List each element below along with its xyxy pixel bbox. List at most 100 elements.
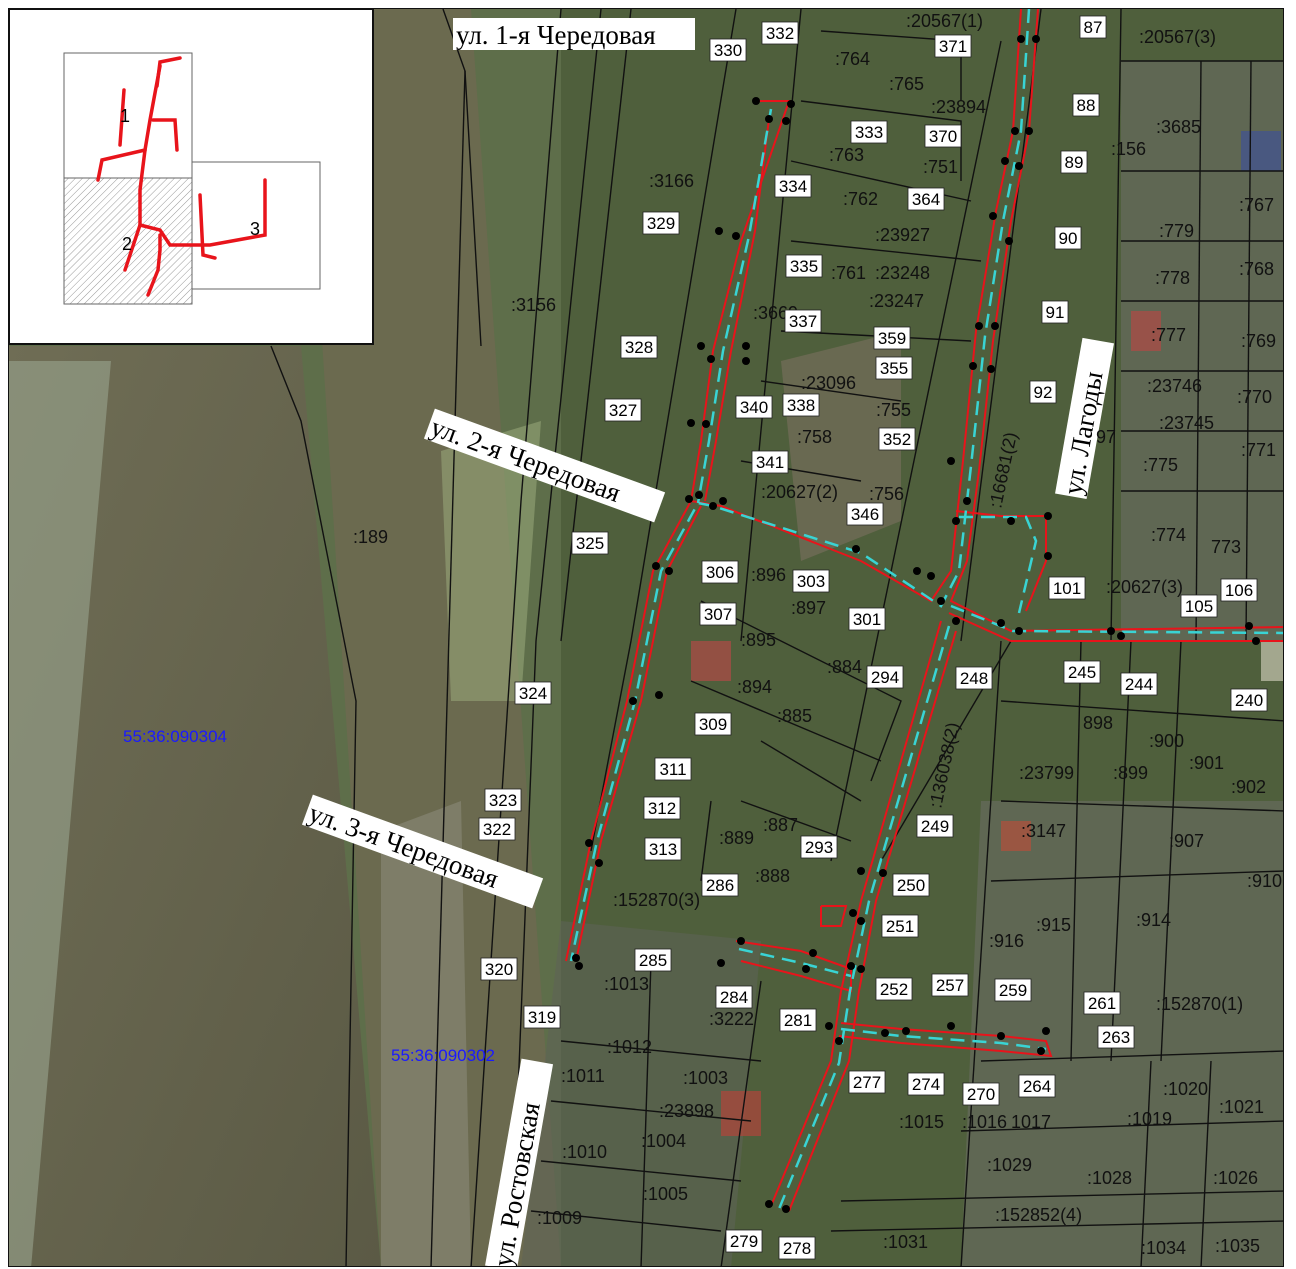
block-label: 55:36:090304 bbox=[123, 727, 227, 746]
point-label: 352 bbox=[878, 427, 916, 451]
svg-text:352: 352 bbox=[883, 430, 911, 449]
sheet-frame-1 bbox=[63, 52, 193, 179]
parcel-label: :1035 bbox=[1215, 1236, 1260, 1256]
parcel-label: :3147 bbox=[1021, 821, 1066, 841]
map-canvas[interactable]: ул. 1-я Чередовая ул. 2-я Чередовая ул. … bbox=[9, 9, 1284, 1267]
point-label: 259 bbox=[994, 978, 1032, 1002]
point-label: 320 bbox=[480, 957, 518, 981]
svg-text:285: 285 bbox=[639, 951, 667, 970]
route-vertices bbox=[572, 35, 1260, 1213]
parcel-label: :20627(3) bbox=[1106, 577, 1183, 597]
parcel-label: :763 bbox=[829, 145, 864, 165]
parcel-label: :152852(4) bbox=[995, 1205, 1082, 1225]
point-label: 251 bbox=[881, 914, 919, 938]
svg-text:306: 306 bbox=[706, 563, 734, 582]
svg-text:106: 106 bbox=[1225, 581, 1253, 600]
parcel-label: :767 bbox=[1239, 195, 1274, 215]
svg-text:279: 279 bbox=[730, 1232, 758, 1251]
svg-text:252: 252 bbox=[880, 980, 908, 999]
point-label: 250 bbox=[892, 873, 930, 897]
svg-text:284: 284 bbox=[720, 988, 748, 1007]
point-label: 370 bbox=[924, 124, 962, 148]
svg-text:293: 293 bbox=[805, 838, 833, 857]
point-label: 311 bbox=[654, 757, 692, 781]
point-label: 270 bbox=[962, 1082, 1000, 1106]
parcel-label: :23799 bbox=[1019, 763, 1074, 783]
svg-text:328: 328 bbox=[625, 338, 653, 357]
svg-text:244: 244 bbox=[1125, 675, 1153, 694]
svg-text:263: 263 bbox=[1102, 1028, 1130, 1047]
point-label: 346 bbox=[846, 502, 884, 526]
point-label: 245 bbox=[1063, 660, 1101, 684]
parcel-label: :751 bbox=[923, 157, 958, 177]
parcel-label: :775 bbox=[1143, 455, 1178, 475]
svg-text:320: 320 bbox=[485, 960, 513, 979]
svg-text:334: 334 bbox=[779, 177, 807, 196]
parcel-label: :20627(2) bbox=[761, 482, 838, 502]
point-label: 328 bbox=[620, 335, 658, 359]
point-label: 334 bbox=[774, 174, 812, 198]
route-corridor bbox=[565, 9, 1283, 1212]
route-axis bbox=[569, 9, 1283, 1210]
parcel-label: :778 bbox=[1155, 268, 1190, 288]
point-label: 330 bbox=[709, 38, 747, 62]
parcel-label: :3685 bbox=[1156, 117, 1201, 137]
point-label: 293 bbox=[800, 835, 838, 859]
point-label: 335 bbox=[785, 254, 823, 278]
parcel-label: :895 bbox=[741, 630, 776, 650]
svg-text:323: 323 bbox=[489, 791, 517, 810]
overview-map: 1 2 3 bbox=[63, 52, 321, 305]
svg-text:319: 319 bbox=[528, 1008, 556, 1027]
parcel-label: :756 bbox=[869, 484, 904, 504]
parcel-label: :3156 bbox=[511, 295, 556, 315]
parcel-label: :884 bbox=[827, 657, 862, 677]
parcel-label: :23898 bbox=[659, 1101, 714, 1121]
parcel-label: :3222 bbox=[709, 1009, 754, 1029]
point-label: 263 bbox=[1097, 1025, 1135, 1049]
parcel-label: :23927 bbox=[875, 225, 930, 245]
parcel-label: :152870(3) bbox=[613, 890, 700, 910]
point-label: 371 bbox=[934, 34, 972, 58]
point-label: 355 bbox=[875, 356, 913, 380]
svg-text:270: 270 bbox=[967, 1085, 995, 1104]
svg-text:337: 337 bbox=[789, 312, 817, 331]
parcel-label: :901 bbox=[1189, 753, 1224, 773]
point-label: 90 bbox=[1054, 226, 1082, 250]
svg-text:278: 278 bbox=[783, 1239, 811, 1258]
svg-text:301: 301 bbox=[853, 610, 881, 629]
parcel-label: :915 bbox=[1036, 915, 1071, 935]
parcel-label: :1010 bbox=[562, 1142, 607, 1162]
point-label: 249 bbox=[916, 814, 954, 838]
point-label: 324 bbox=[514, 681, 552, 705]
parcel-label: :1015 bbox=[899, 1112, 944, 1132]
svg-text:286: 286 bbox=[706, 876, 734, 895]
parcel-label: :1004 bbox=[641, 1131, 686, 1151]
svg-text:327: 327 bbox=[609, 401, 637, 420]
svg-text:329: 329 bbox=[647, 214, 675, 233]
point-label: 261 bbox=[1083, 991, 1121, 1015]
point-label: 244 bbox=[1120, 672, 1158, 696]
point-label: 322 bbox=[478, 817, 516, 841]
parcel-label: :1013 bbox=[604, 974, 649, 994]
sheet-frame-2 bbox=[63, 177, 193, 305]
svg-text:245: 245 bbox=[1068, 663, 1096, 682]
point-label: 248 bbox=[955, 666, 993, 690]
point-label: 89 bbox=[1060, 150, 1088, 174]
parcel-label: :1026 bbox=[1213, 1168, 1258, 1188]
street-label-1-cheredovaya: ул. 1-я Чередовая bbox=[453, 18, 695, 50]
parcel-label: :894 bbox=[737, 677, 772, 697]
svg-text:312: 312 bbox=[648, 799, 676, 818]
svg-text:251: 251 bbox=[886, 917, 914, 936]
parcel-label: :768 bbox=[1239, 259, 1274, 279]
parcel-label: :777 bbox=[1151, 325, 1186, 345]
point-label: 88 bbox=[1072, 93, 1100, 117]
point-label: 307 bbox=[699, 602, 737, 626]
point-label: 337 bbox=[784, 309, 822, 333]
svg-text:330: 330 bbox=[714, 41, 742, 60]
parcel-labels: :20567(1):20567(3):764:765:23894:3685:15… bbox=[353, 11, 1282, 1258]
parcel-label: :1020 bbox=[1163, 1079, 1208, 1099]
point-label: 284 bbox=[715, 985, 753, 1009]
parcel-boundaries bbox=[270, 9, 1283, 1266]
parcel-label: :1011 bbox=[561, 1066, 605, 1086]
svg-text:257: 257 bbox=[936, 976, 964, 995]
